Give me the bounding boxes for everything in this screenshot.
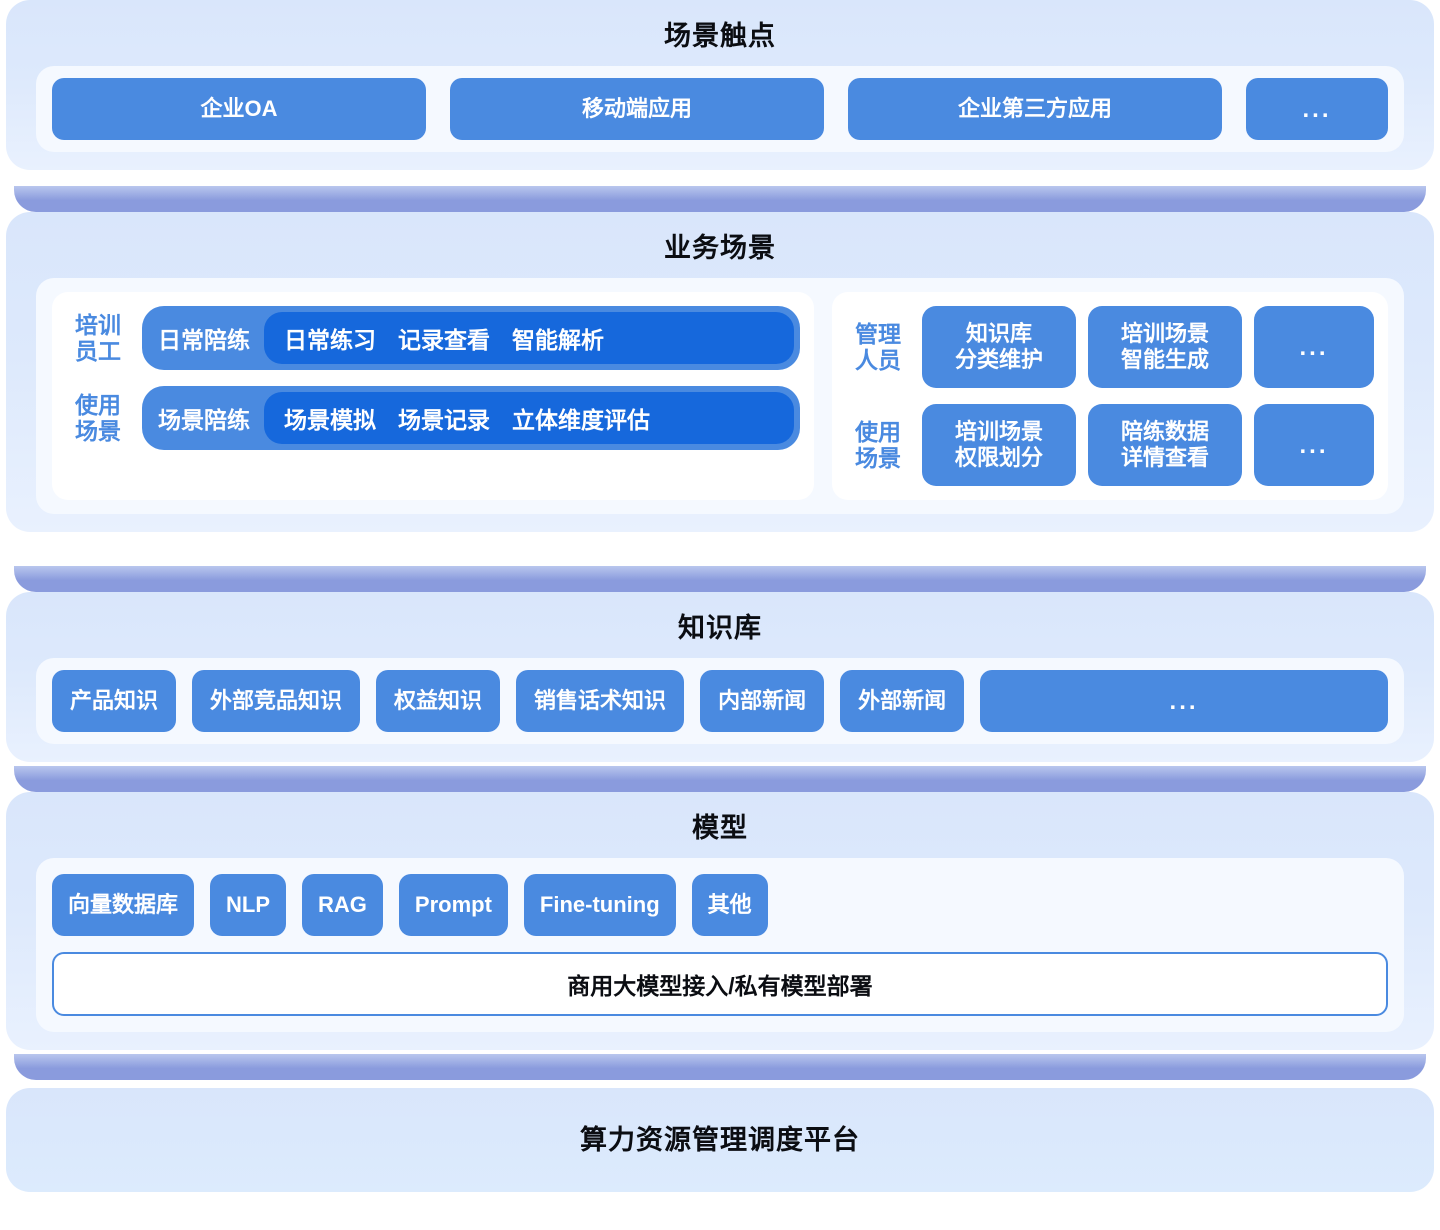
layer-card: 场景触点 企业OA 移动端应用 企业第三方应用 ... (6, 0, 1434, 171)
model-item-prompt[interactable]: Prompt (398, 874, 508, 937)
scenario-tag[interactable]: 立体维度评估 (512, 407, 650, 434)
knowledge-item-external-news[interactable]: 外部新闻 (840, 670, 965, 733)
model-item-rag[interactable]: RAG (302, 874, 383, 937)
business-row-usecase: 使用 场景 场景陪练 场景模拟 场景记录 立体维度评估 (66, 386, 800, 451)
business-panel: 培训 员工 日常陪练 日常练习 记录查看 智能解析 使用 场景 (36, 278, 1404, 515)
admin-item-more[interactable]: ... (1254, 306, 1374, 389)
scenario-tag[interactable]: 智能解析 (512, 327, 604, 354)
role-label-admin: 管理 人员 (855, 320, 901, 374)
touchpoint-item-more[interactable]: ... (1246, 78, 1388, 141)
knowledge-item-internal-news[interactable]: 内部新闻 (700, 670, 825, 733)
business-row-admin: 管理 人员 知识库 分类维护 培训场景 智能生成 ... (846, 306, 1374, 389)
touchpoint-item-mobile[interactable]: 移动端应用 (450, 78, 824, 141)
business-left-subpanel: 培训 员工 日常陪练 日常练习 记录查看 智能解析 使用 场景 (52, 292, 814, 501)
layer-card: 算力资源管理调度平台 (6, 1088, 1434, 1192)
business-row-trainee: 培训 员工 日常陪练 日常练习 记录查看 智能解析 (66, 306, 800, 371)
layer-slab (14, 566, 1426, 592)
scenario-tag[interactable]: 场景模拟 (284, 407, 376, 434)
admin-item-permission[interactable]: 培训场景 权限划分 (922, 404, 1076, 487)
layer-touchpoints: 场景触点 企业OA 移动端应用 企业第三方应用 ... (0, 0, 1440, 212)
layer-title-touchpoints: 场景触点 (664, 21, 776, 51)
model-item-fine-tuning[interactable]: Fine-tuning (523, 874, 676, 937)
scenario-head-daily: 日常陪练 (158, 327, 250, 354)
scenario-tag[interactable]: 日常练习 (284, 327, 376, 354)
model-tech-row: 向量数据库 NLP RAG Prompt Fine-tuning 其他 (52, 874, 1388, 937)
admin-item-data-detail[interactable]: 陪练数据 详情查看 (1088, 404, 1242, 487)
role-label-trainee: 培训 员工 (75, 311, 121, 365)
layer-card: 知识库 产品知识 外部竞品知识 权益知识 销售话术知识 内部新闻 外部新闻 ..… (6, 592, 1434, 763)
model-item-other[interactable]: 其他 (691, 874, 768, 937)
touchpoints-panel: 企业OA 移动端应用 企业第三方应用 ... (36, 66, 1404, 153)
scenario-tags-daily: 日常练习 记录查看 智能解析 (264, 312, 794, 365)
model-item-nlp[interactable]: NLP (210, 874, 287, 937)
knowledge-item-competitor[interactable]: 外部竞品知识 (192, 670, 361, 733)
business-right-subpanel: 管理 人员 知识库 分类维护 培训场景 智能生成 ... 使用 场景 培训场景 … (832, 292, 1388, 501)
layer-business-scenarios: 业务场景 培训 员工 日常陪练 日常练习 记录查看 智能解析 (0, 212, 1440, 592)
layer-slab (14, 1054, 1426, 1080)
layer-card: 业务场景 培训 员工 日常陪练 日常练习 记录查看 智能解析 (6, 212, 1434, 533)
scenario-tag[interactable]: 记录查看 (398, 327, 490, 354)
admin-item-scene-gen[interactable]: 培训场景 智能生成 (1088, 306, 1242, 389)
knowledge-item-benefits[interactable]: 权益知识 (376, 670, 501, 733)
model-panel: 向量数据库 NLP RAG Prompt Fine-tuning 其他 商用大模… (36, 858, 1404, 1033)
scenario-tag[interactable]: 场景记录 (398, 407, 490, 434)
layer-slab (14, 186, 1426, 212)
scenario-tags-scene: 场景模拟 场景记录 立体维度评估 (264, 392, 794, 445)
role-label-usecase: 使用 场景 (75, 391, 121, 445)
layer-slab (14, 766, 1426, 792)
layer-compute-platform: 算力资源管理调度平台 (0, 1088, 1440, 1200)
scenario-group-daily[interactable]: 日常陪练 日常练习 记录查看 智能解析 (142, 306, 800, 371)
layer-title-compute: 算力资源管理调度平台 (580, 1124, 860, 1155)
knowledge-item-sales-script[interactable]: 销售话术知识 (516, 670, 685, 733)
touchpoint-item-thirdparty[interactable]: 企业第三方应用 (848, 78, 1222, 141)
layer-title-knowledge: 知识库 (678, 613, 762, 643)
knowledge-item-more[interactable]: ... (980, 670, 1388, 733)
layer-model: 模型 向量数据库 NLP RAG Prompt Fine-tuning 其他 商… (0, 792, 1440, 1080)
admin-item-kb-category[interactable]: 知识库 分类维护 (922, 306, 1076, 389)
scenario-head-scene: 场景陪练 (158, 407, 250, 434)
knowledge-panel: 产品知识 外部竞品知识 权益知识 销售话术知识 内部新闻 外部新闻 ... (36, 658, 1404, 745)
touchpoint-item-oa[interactable]: 企业OA (52, 78, 426, 141)
business-row-admin-usecase: 使用 场景 培训场景 权限划分 陪练数据 详情查看 ... (846, 404, 1374, 487)
layer-card: 模型 向量数据库 NLP RAG Prompt Fine-tuning 其他 商… (6, 792, 1434, 1051)
knowledge-item-product[interactable]: 产品知识 (52, 670, 177, 733)
layer-knowledge-base: 知识库 产品知识 外部竞品知识 权益知识 销售话术知识 内部新闻 外部新闻 ..… (0, 592, 1440, 792)
model-item-vector-db[interactable]: 向量数据库 (52, 874, 195, 937)
role-label-admin-usecase: 使用 场景 (855, 418, 901, 472)
layer-title-model: 模型 (692, 813, 748, 843)
model-deployment-box[interactable]: 商用大模型接入/私有模型部署 (52, 952, 1388, 1017)
scenario-group-scene[interactable]: 场景陪练 场景模拟 场景记录 立体维度评估 (142, 386, 800, 451)
admin-item-more[interactable]: ... (1254, 404, 1374, 487)
layer-title-business: 业务场景 (664, 233, 776, 263)
